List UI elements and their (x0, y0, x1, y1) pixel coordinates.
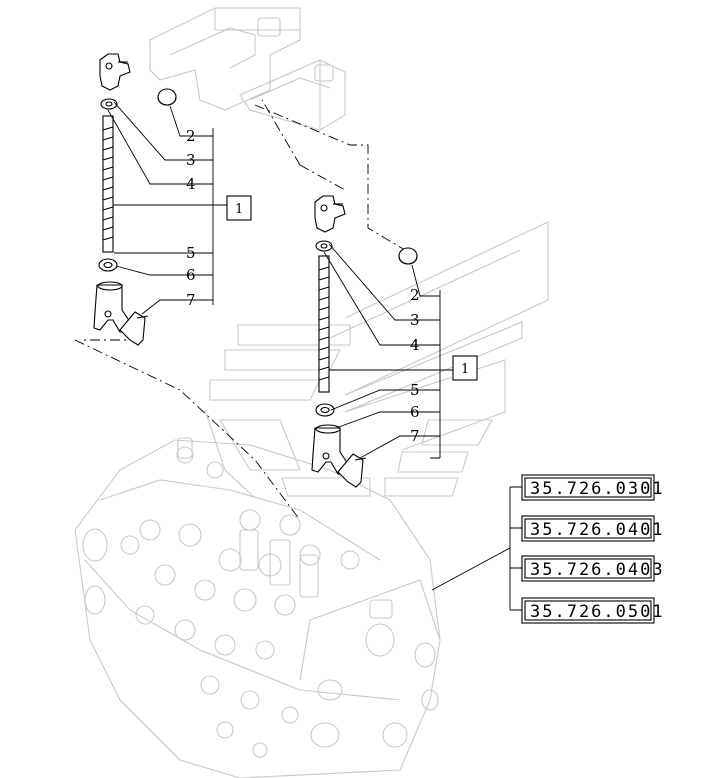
elbow-connector-left (99, 53, 131, 91)
ref-label-1: 35.726.0301 (530, 479, 665, 499)
left-item-6: 6 (186, 266, 196, 284)
threaded-rod-right (318, 255, 330, 393)
stripe-outline (204, 221, 549, 499)
ref-box-3-inner (524, 558, 652, 579)
ref-box-1 (521, 474, 655, 501)
upper-bracket-outline (149, 7, 346, 131)
right-item-2: 2 (410, 286, 420, 304)
washer-right-top (315, 240, 333, 252)
ref-label-2: 35.726.0401 (530, 520, 665, 540)
threaded-rod-left (102, 115, 114, 253)
left-leaders (107, 101, 227, 315)
ref-box-4-inner (524, 600, 652, 621)
left-item-2: 2 (186, 127, 196, 145)
right-assembly (311, 195, 418, 488)
pin-right (337, 453, 364, 488)
pin-left (119, 311, 146, 346)
right-item-7: 7 (410, 427, 420, 445)
ref-box-3 (521, 555, 655, 582)
ref-label-3: 35.726.0403 (530, 560, 665, 580)
elbow-connector-right (314, 195, 346, 233)
clevis-right (311, 427, 349, 475)
right-leaders (323, 243, 453, 459)
left-item-4: 4 (186, 175, 196, 193)
ref-box-2 (521, 515, 655, 542)
left-item-numbers: 2 3 4 5 6 7 1 (186, 127, 252, 309)
washer-left-top (100, 98, 118, 110)
clevis-left (93, 284, 131, 333)
right-box-label: 1 (461, 362, 469, 377)
nut-left (98, 258, 118, 272)
right-item-5: 5 (410, 381, 420, 399)
left-item-7: 7 (186, 291, 196, 309)
ref-box-1-inner (524, 477, 652, 498)
ref-label-4: 35.726.0501 (530, 602, 665, 622)
ref-box-4 (521, 597, 655, 624)
nut-right (315, 403, 335, 417)
reference-group: 35.726.0301 35.726.0401 35.726.0403 35.7… (431, 474, 665, 624)
valve-block-outline (74, 437, 441, 778)
right-box (452, 355, 478, 381)
left-box (226, 195, 252, 221)
ref-box-2-inner (524, 518, 652, 539)
left-item-3: 3 (186, 151, 196, 169)
left-assembly (93, 53, 177, 346)
right-item-numbers: 2 3 4 5 6 7 1 (410, 286, 478, 445)
right-item-4: 4 (410, 336, 420, 354)
left-box-label: 1 (235, 202, 243, 217)
right-item-3: 3 (410, 311, 420, 329)
left-item-5: 5 (186, 244, 196, 262)
right-item-6: 6 (410, 403, 420, 421)
